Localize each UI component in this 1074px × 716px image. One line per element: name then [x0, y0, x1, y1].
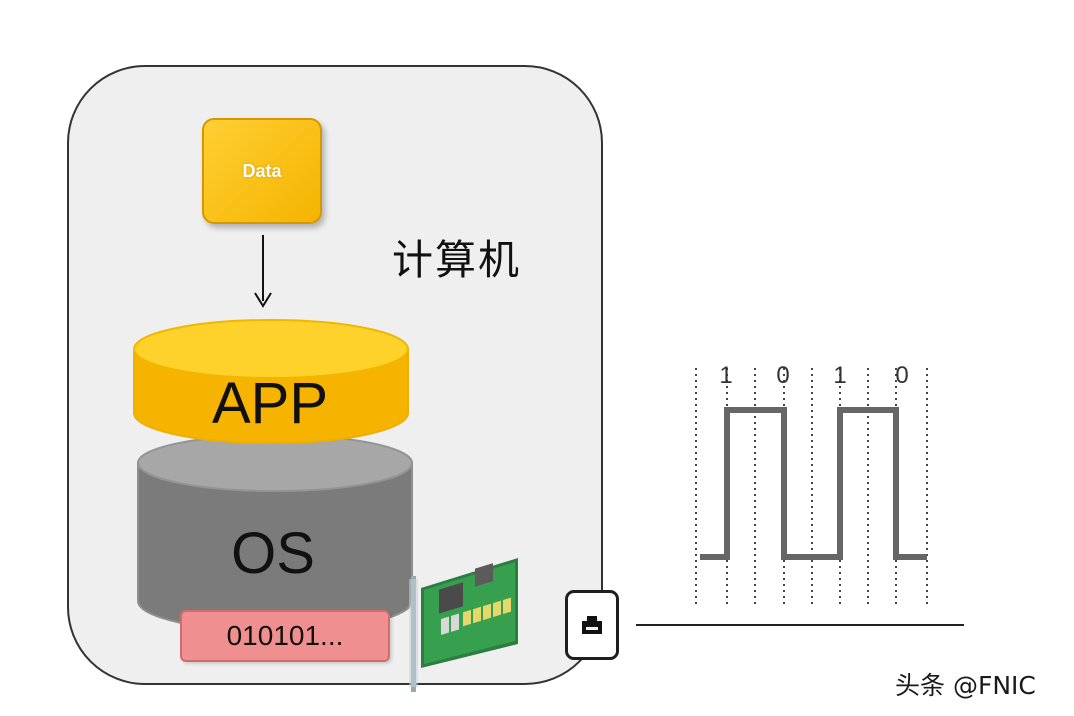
signal-bit-label: 0 [895, 362, 909, 389]
ethernet-socket-icon [582, 616, 602, 634]
app-layer-label: APP [211, 371, 329, 436]
network-cable [636, 624, 964, 626]
watermark: 头条 @FNIC [895, 671, 1036, 700]
signal-bit-label: 1 [833, 362, 847, 389]
os-cylinder [137, 434, 413, 632]
data-block: Data [202, 118, 322, 224]
binary-data-label: 010101... [226, 620, 344, 651]
app-cylinder [133, 319, 409, 444]
network-card-icon [409, 558, 518, 692]
signal-bit-label: 0 [776, 362, 790, 389]
ethernet-port-icon [565, 590, 619, 660]
down-arrow-icon [254, 235, 272, 308]
binary-data-box: 010101... [180, 610, 390, 662]
os-layer-label: OS [231, 521, 315, 586]
signal-boundaries [695, 368, 928, 606]
data-block-label: Data [242, 160, 282, 181]
signal-line [700, 407, 927, 560]
digital-signal-wave [695, 368, 928, 606]
computer-label: 计算机 [392, 236, 521, 284]
signal-bit-label: 1 [719, 362, 733, 389]
